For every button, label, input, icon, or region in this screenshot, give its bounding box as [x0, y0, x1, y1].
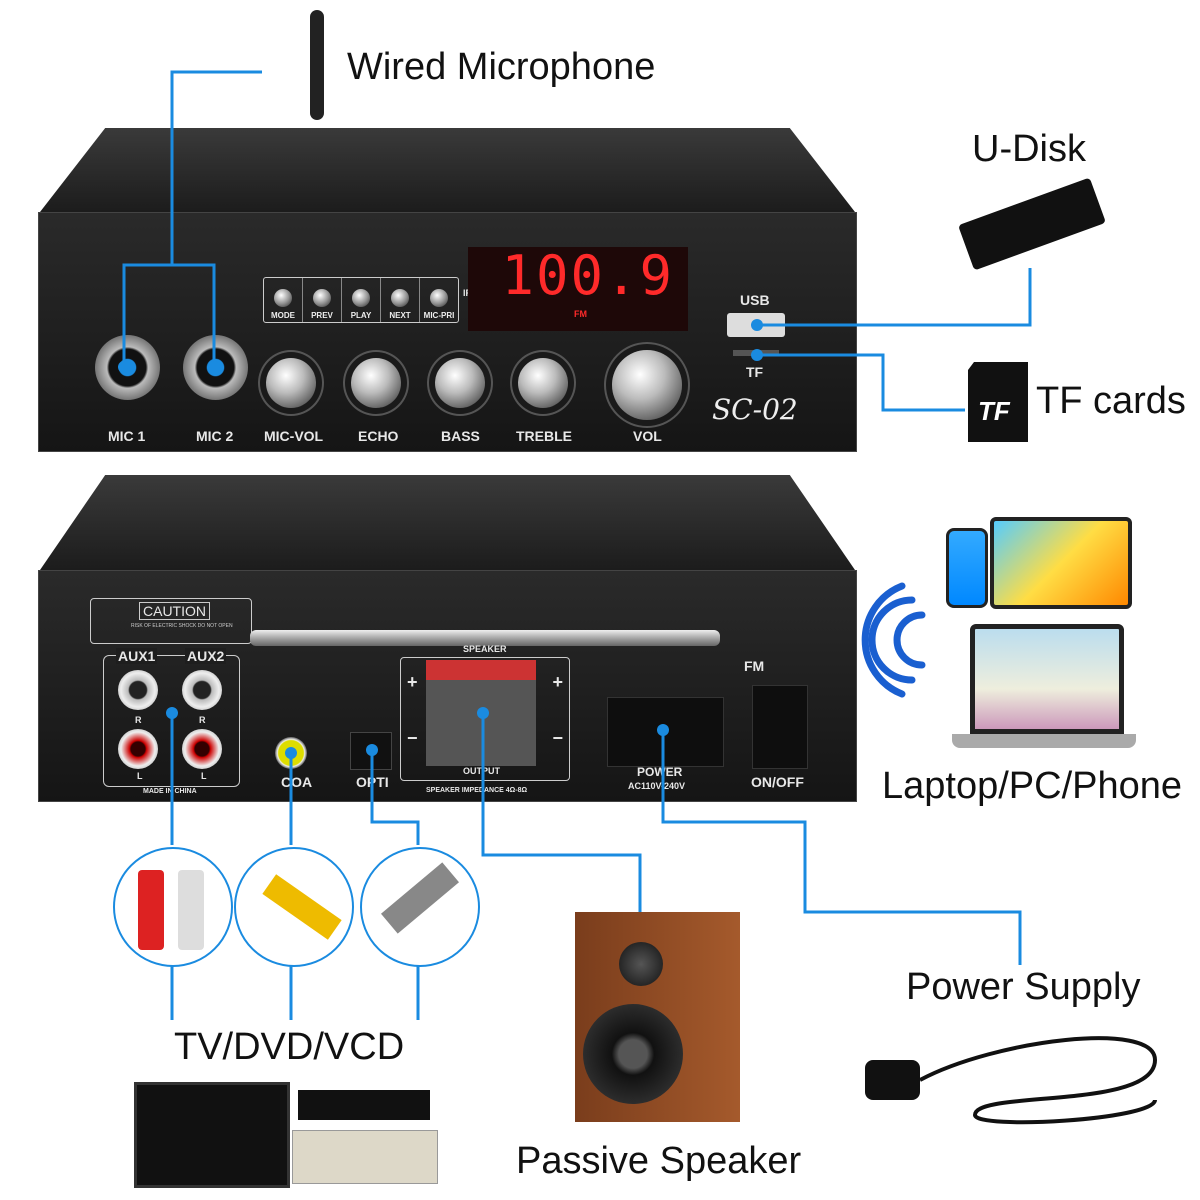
led-display: 100.9 FM [468, 247, 688, 331]
mic2-label: MIC 2 [196, 428, 234, 444]
speaker-terminal-red[interactable] [426, 660, 536, 680]
vcd-player-icon [292, 1130, 438, 1184]
power-supply-label: Power Supply [906, 966, 1141, 1008]
microphone-icon [310, 10, 324, 120]
ir-label: IR [463, 288, 472, 298]
aux2-r-label: R [199, 715, 206, 725]
mic-vol-knob[interactable] [266, 358, 316, 408]
aux1-r-jack[interactable] [118, 670, 158, 710]
treble-knob[interactable] [518, 358, 568, 408]
echo-knob[interactable] [351, 358, 401, 408]
power-label: POWER [637, 765, 683, 779]
bass-knob[interactable] [435, 358, 485, 408]
laptop-pc-phone-label: Laptop/PC/Phone [882, 765, 1183, 807]
fm-antenna[interactable] [250, 630, 720, 646]
play-button[interactable]: PLAY [342, 278, 381, 322]
rca-cable-icon [113, 847, 233, 967]
vol-label: VOL [633, 428, 662, 444]
opti-wire [370, 750, 420, 1020]
laptop-icon [970, 624, 1124, 734]
wireless-icon [861, 582, 926, 698]
tf-wire [757, 353, 965, 412]
prev-button[interactable]: PREV [303, 278, 342, 322]
tweeter [619, 942, 663, 986]
usb-wire [757, 268, 1032, 327]
made-in-label: MADE IN CHINA [143, 788, 197, 795]
rca-white-plug [178, 870, 204, 950]
u-disk-label: U-Disk [972, 128, 1086, 170]
mic-vol-label: MIC-VOL [264, 428, 324, 444]
mic-wire [122, 70, 262, 367]
fm-label: FM [744, 658, 765, 674]
volume-knob[interactable] [612, 350, 682, 420]
front-unit-top [40, 128, 855, 212]
aux2-label: AUX2 [185, 648, 227, 664]
aux2-r-jack[interactable] [182, 670, 222, 710]
rca-red-plug [138, 870, 164, 950]
phone-icon [946, 528, 988, 608]
power-wire [661, 730, 1022, 965]
caution-label: CAUTION RISK OF ELECTRIC SHOCK DO NOT OP… [90, 598, 252, 644]
impedance-label: SPEAKER IMPEDANCE 4Ω-8Ω [426, 787, 528, 794]
next-button[interactable]: NEXT [381, 278, 420, 322]
tv-icon [134, 1082, 290, 1188]
model-name: SC-02 [712, 393, 798, 426]
dvd-player-icon [298, 1090, 430, 1120]
aux2-l-label: L [201, 771, 207, 781]
tf-cards-label: TF cards [1036, 380, 1186, 422]
power-switch[interactable] [752, 685, 808, 769]
aux1-l-label: L [137, 771, 143, 781]
speaker-output: SPEAKER + + − − OUTPUT [400, 644, 570, 781]
wired-microphone-label: Wired Microphone [347, 46, 656, 88]
power-spec-label: AC110V-240V [628, 781, 686, 791]
display-frequency: 100.9 [501, 244, 674, 307]
coa-label: COA [281, 774, 313, 790]
speaker-terminal-block[interactable] [426, 680, 536, 766]
mic-pri-button[interactable]: MIC-PRI [420, 278, 458, 322]
power-cord-icon [865, 1036, 1158, 1125]
mode-button[interactable]: MODE [264, 278, 303, 322]
passive-speaker-icon [575, 912, 740, 1122]
woofer [583, 1004, 683, 1104]
tf-label: TF [746, 364, 764, 380]
display-mode: FM [574, 309, 587, 319]
tablet-icon [990, 517, 1132, 609]
tf-card-icon: TF [968, 362, 1028, 442]
laptop-base [952, 734, 1136, 748]
mic1-label: MIC 1 [108, 428, 146, 444]
aux1-l-jack[interactable] [118, 729, 158, 769]
treble-label: TREBLE [516, 428, 572, 444]
aux1-r-label: R [135, 715, 142, 725]
passive-speaker-label: Passive Speaker [516, 1140, 802, 1182]
front-button-group: MODE PREV PLAY NEXT MIC-PRI [263, 277, 459, 323]
aux2-l-jack[interactable] [182, 729, 222, 769]
tv-dvd-vcd-label: TV/DVD/VCD [174, 1026, 405, 1068]
echo-label: ECHO [358, 428, 399, 444]
rear-unit-top [40, 475, 855, 570]
speaker-wire [481, 713, 642, 915]
aux1-label: AUX1 [116, 648, 158, 664]
front-panel [38, 212, 857, 452]
onoff-label: ON/OFF [751, 774, 804, 790]
bass-label: BASS [441, 428, 480, 444]
usb-label: USB [740, 292, 770, 308]
